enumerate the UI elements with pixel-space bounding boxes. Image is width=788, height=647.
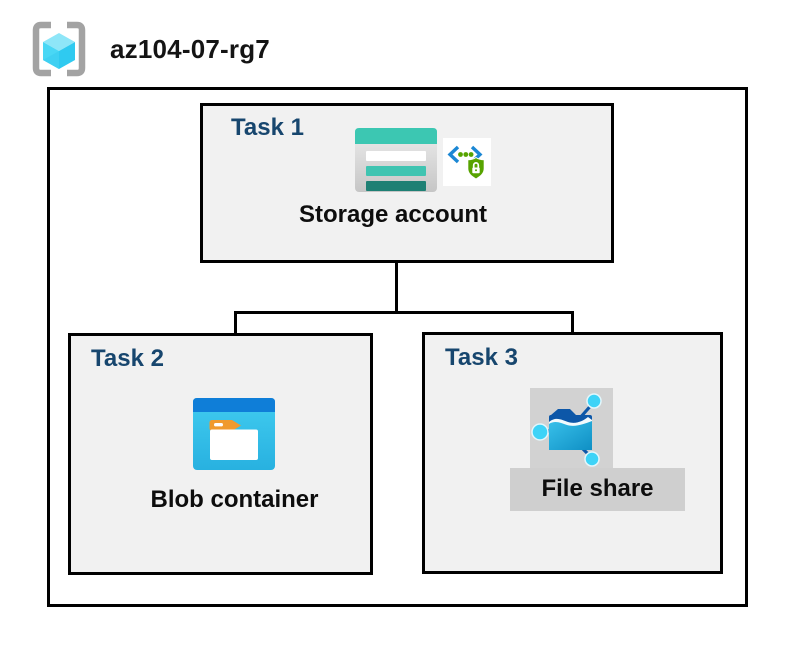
connector-crossbar (234, 311, 574, 314)
task1-box: Task 1 Storage account (200, 103, 614, 263)
resource-group-label: az104-07-rg7 (110, 34, 270, 64)
blob-container-label: Blob container (150, 486, 319, 513)
file-share-icon-highlight (530, 388, 613, 468)
task3-label: Task 3 (445, 344, 518, 371)
resource-group-icon (32, 21, 86, 77)
task2-box: Task 2 Blob container (68, 333, 373, 575)
blob-container-icon (193, 398, 275, 470)
storage-account-label: Storage account (298, 201, 488, 228)
connector-storage-stem (395, 237, 398, 313)
file-share-label: File share (541, 475, 654, 502)
sas-shield-lock-icon (443, 138, 491, 186)
task1-label: Task 1 (231, 114, 304, 141)
file-share-icon (531, 393, 602, 467)
file-share-label-highlight: File share (510, 468, 685, 511)
task3-box: Task 3 File share (422, 332, 723, 574)
storage-account-icon (355, 128, 437, 192)
task2-label: Task 2 (91, 345, 164, 372)
